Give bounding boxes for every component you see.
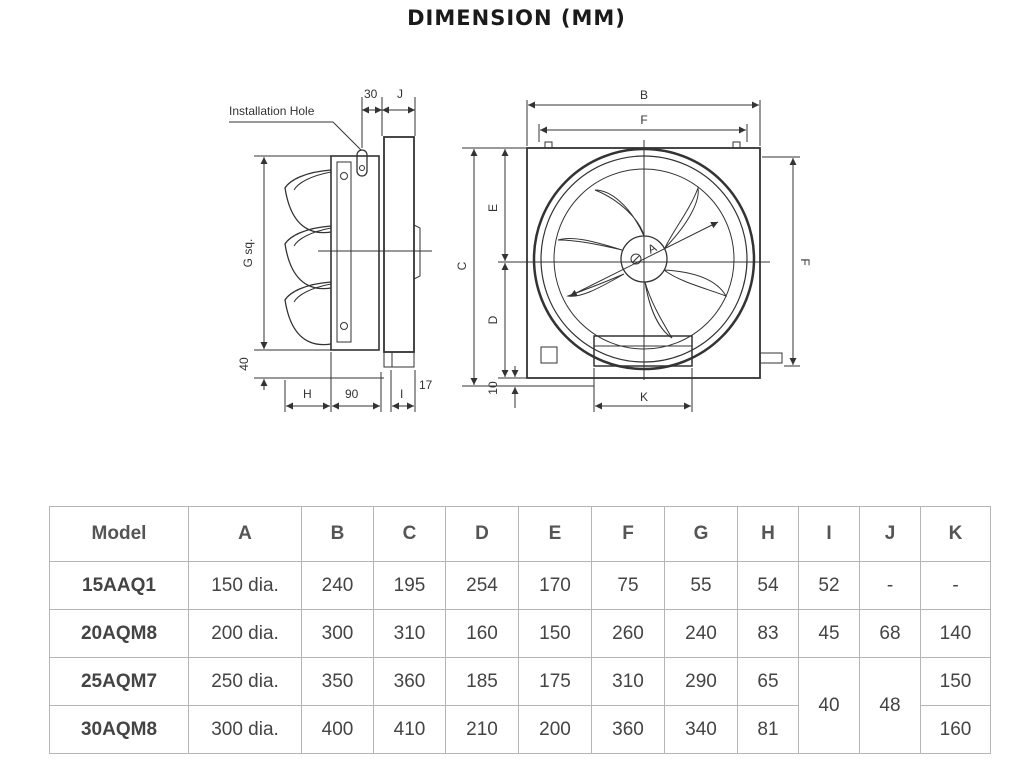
cell-e: 175 [518,657,592,706]
dim-label-c: C [455,261,469,270]
page-title: DIMENSION (MM) [407,6,626,30]
cell-a: 150 dia. [188,561,302,610]
front-view [462,100,800,412]
header-i: I [798,506,860,562]
dim-label-f-right: F [798,258,812,265]
cell-i: 52 [798,561,860,610]
dim-label-i: I [400,387,403,401]
installation-hole [356,149,368,177]
cell-h: 83 [737,609,799,658]
table-row: 20AQM8 200 dia. 300 310 160 150 260 240 … [49,609,991,658]
header-h: H [737,506,799,562]
louver-blade-bottom [284,281,332,346]
dim-label-e: E [486,204,500,212]
cell-f: 75 [591,561,665,610]
table-row: 15AAQ1 150 dia. 240 195 254 170 75 55 54… [49,561,991,610]
dim-label-j: J [397,87,403,101]
cell-model: 15AAQ1 [49,561,189,610]
cell-f: 260 [591,609,665,658]
cell-a: 300 dia. [188,705,302,754]
cell-j: 68 [859,609,921,658]
dim-label-f-top: F [640,113,647,127]
bottom-housing [593,335,693,367]
cell-b: 300 [301,609,374,658]
cell-j: - [859,561,921,610]
side-view [229,97,432,412]
cell-d: 210 [445,705,519,754]
dim-label-d: D [486,315,500,324]
dim-label-17: 17 [419,378,433,392]
cell-e: 200 [518,705,592,754]
table-row: 30AQM8 300 dia. 400 410 210 200 360 340 … [49,705,991,754]
cell-b: 400 [301,705,374,754]
dim-label-30: 30 [364,87,378,101]
header-f: F [591,506,665,562]
cell-g: 55 [664,561,738,610]
installation-hole-label: Installation Hole [229,104,315,118]
dim-label-h: H [303,387,312,401]
cell-k: 160 [920,705,991,754]
cell-e: 150 [518,609,592,658]
cell-d: 254 [445,561,519,610]
cell-a: 250 dia. [188,657,302,706]
cell-d: 160 [445,609,519,658]
dim-label-10: 10 [486,381,500,395]
cell-g: 290 [664,657,738,706]
side-panel [383,136,415,353]
cell-c: 195 [373,561,446,610]
header-k: K [920,506,991,562]
cell-d: 185 [445,657,519,706]
header-c: C [373,506,446,562]
cell-c: 360 [373,657,446,706]
dimension-drawing: Installation Hole 30 J G sq. 40 H 90 I 1… [229,87,812,412]
cell-e: 170 [518,561,592,610]
cell-g: 240 [664,609,738,658]
side-frame [330,155,380,351]
cell-j-shared: 48 [859,657,921,754]
table-header-row: Model A B C D E F G H I J K [49,506,991,562]
dim-label-90: 90 [345,387,359,401]
cell-c: 310 [373,609,446,658]
cord-switch [540,346,558,364]
cell-f: 360 [591,705,665,754]
header-j: J [859,506,921,562]
louver-blade-top [284,169,332,234]
side-view-labels: Installation Hole 30 J G sq. 40 H 90 I 1… [229,87,433,401]
cell-h: 54 [737,561,799,610]
dim-label-g: G sq. [241,239,255,268]
header-model: Model [49,506,189,562]
cell-k: - [920,561,991,610]
header-e: E [518,506,592,562]
cell-model: 20AQM8 [49,609,189,658]
cell-b: 350 [301,657,374,706]
cell-i-shared: 40 [798,657,860,754]
table-row: 25AQM7 250 dia. 350 360 185 175 310 290 … [49,657,991,754]
cell-h: 65 [737,657,799,706]
cell-b: 240 [301,561,374,610]
dimension-table: Model A B C D E F G H I J K 15AAQ1 150 d… [49,506,991,754]
cell-f: 310 [591,657,665,706]
header-d: D [445,506,519,562]
dim-label-a: A [645,240,658,256]
cell-model: 25AQM7 [49,657,189,706]
dim-label-b: B [640,88,648,102]
cell-k: 140 [920,609,991,658]
cell-c: 410 [373,705,446,754]
header-b: B [301,506,374,562]
cell-h: 81 [737,705,799,754]
header-g: G [664,506,738,562]
cell-k: 150 [920,657,991,706]
cell-model: 30AQM8 [49,705,189,754]
cell-a: 200 dia. [188,609,302,658]
front-view-labels: B F C E D F A K 10 [455,88,812,404]
dim-label-40: 40 [237,357,251,371]
cell-g: 340 [664,705,738,754]
header-a: A [188,506,302,562]
cell-i: 45 [798,609,860,658]
louver-blade-middle [284,225,332,290]
dim-label-k: K [640,390,648,404]
fan-blades [557,186,728,339]
